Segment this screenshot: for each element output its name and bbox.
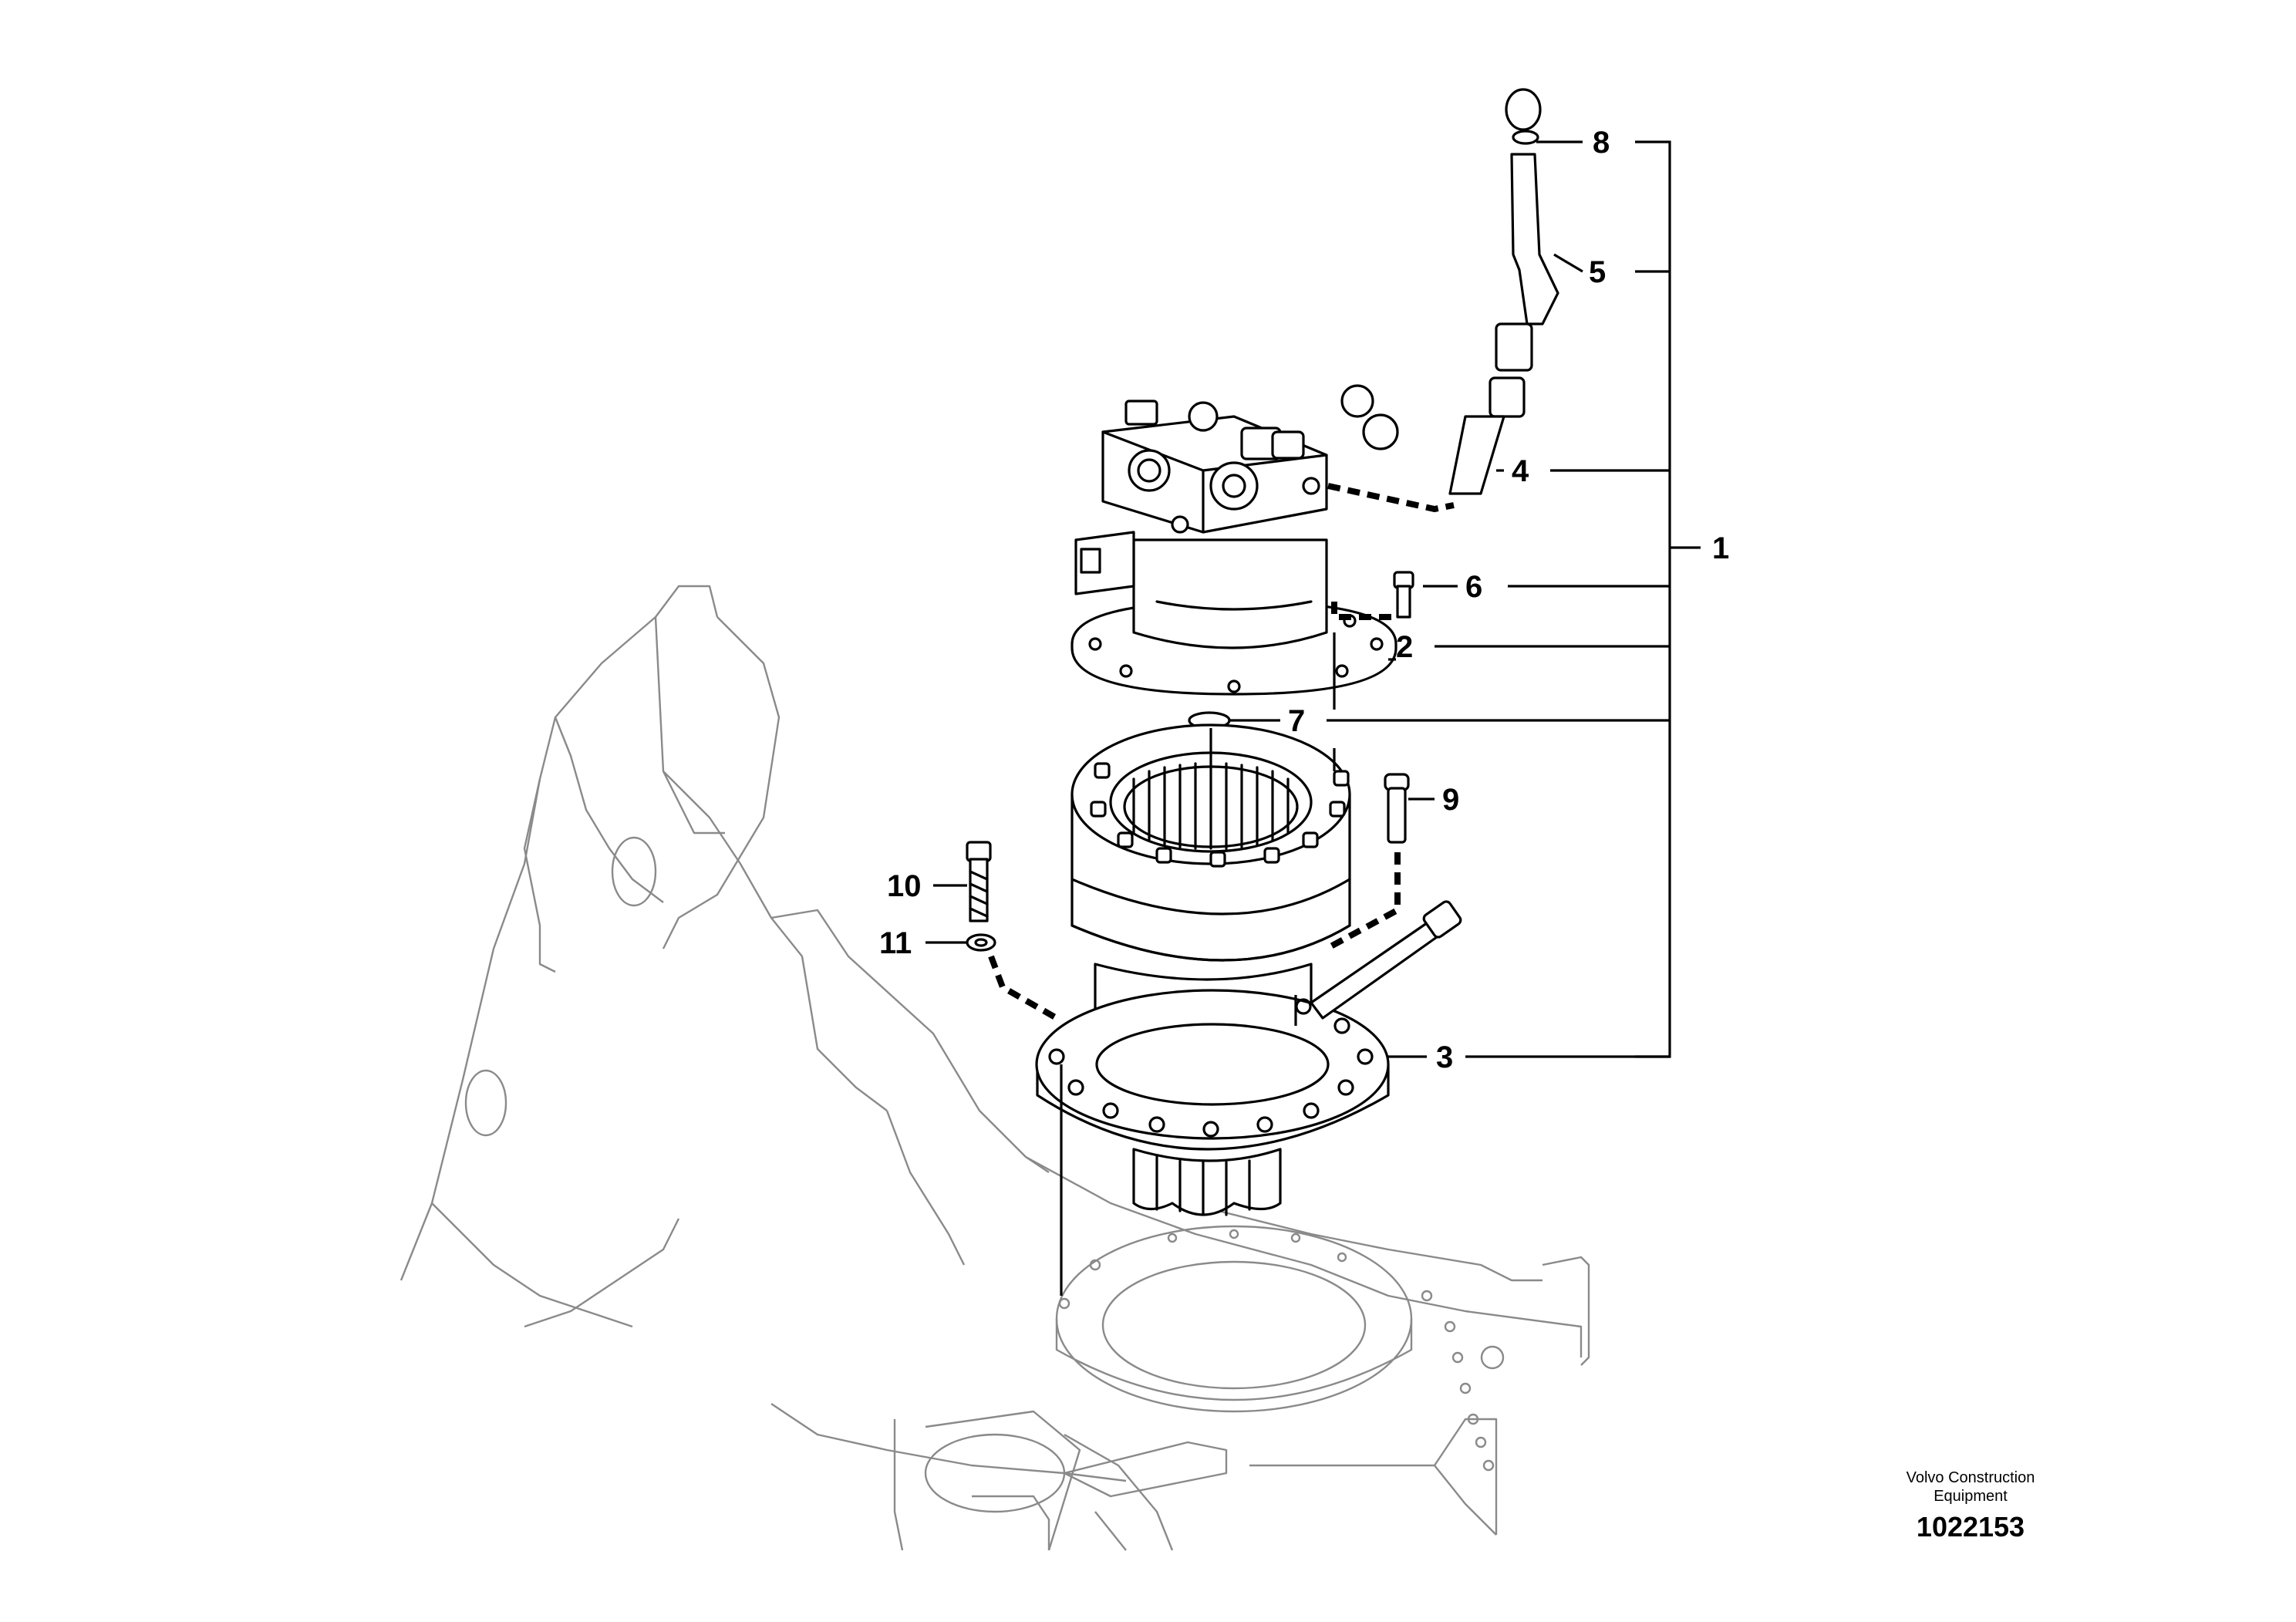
oil-dipstick-assembly — [1448, 88, 1559, 495]
callout-10: 10 — [887, 869, 922, 903]
frame-holes — [1058, 1229, 1505, 1472]
mounting-washer — [966, 933, 996, 952]
swing-motor — [1070, 384, 1399, 696]
assembly-paths — [988, 483, 1455, 1296]
callout-5: 5 — [1589, 255, 1606, 289]
callout-2: 2 — [1396, 630, 1413, 664]
dipstick-ring-icon — [1505, 88, 1542, 131]
mounting-bolt — [966, 841, 992, 922]
drawing-number: 1022153 — [1917, 1511, 2025, 1543]
callout-4: 4 — [1512, 454, 1529, 488]
callout-7: 7 — [1288, 704, 1305, 738]
ring-bolts — [1090, 762, 1350, 868]
callout-6: 6 — [1465, 570, 1482, 604]
swing-gearbox — [1035, 723, 1462, 1216]
breather-cap — [1384, 773, 1410, 844]
callout-11: 11 — [879, 926, 912, 960]
callout-9: 9 — [1442, 783, 1459, 817]
callout-3: 3 — [1436, 1040, 1453, 1074]
callout-1: 1 — [1712, 531, 1729, 565]
leader-lines — [925, 140, 1701, 1058]
drawing-footer: Volvo Construction Equipment 1022153 — [1907, 1469, 2035, 1543]
callouts: 8 5 4 1 6 2 7 9 10 11 3 — [879, 126, 1729, 1074]
callout-8: 8 — [1593, 126, 1610, 160]
company-name-line2: Equipment — [1934, 1488, 2008, 1505]
lower-flange-holes — [1048, 998, 1374, 1138]
inner-gear-teeth — [1132, 762, 1290, 850]
upper-frame-outline — [400, 585, 1590, 1551]
company-name-line1: Volvo Construction — [1907, 1469, 2035, 1486]
motor-bolt — [1393, 571, 1414, 619]
